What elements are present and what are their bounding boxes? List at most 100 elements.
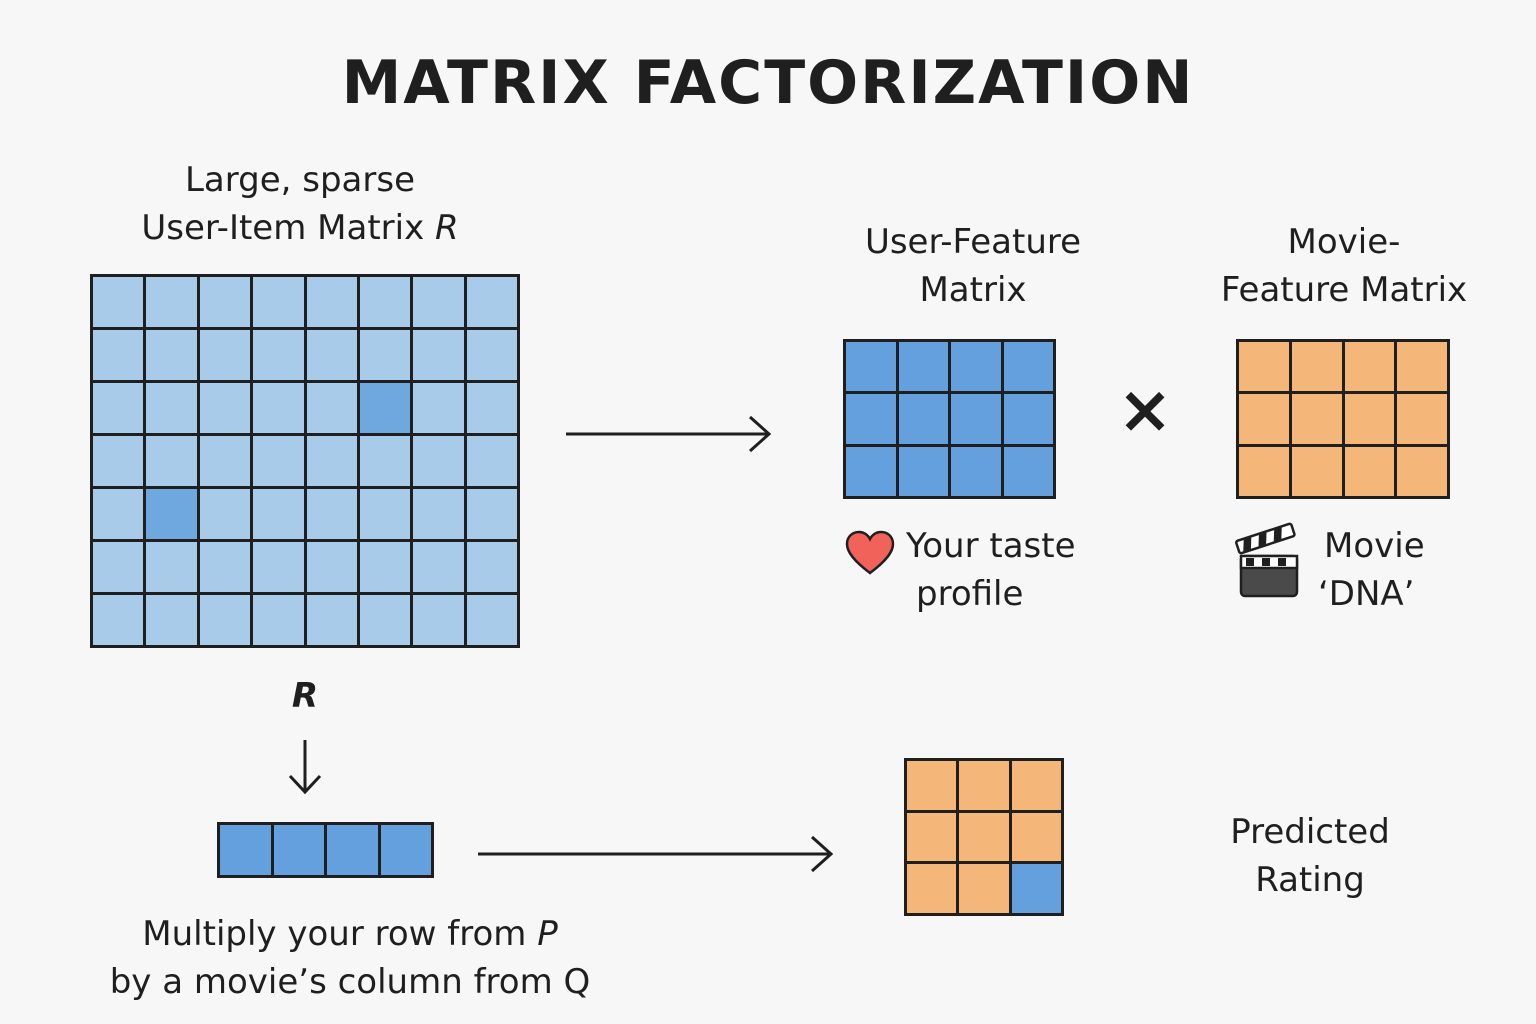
- prediction-cell: [959, 761, 1009, 810]
- user-feature-cell: [898, 342, 948, 392]
- movie-feature-cell: [1239, 446, 1289, 496]
- row-vector-cell: [220, 825, 271, 875]
- user-item-cell: [306, 489, 357, 539]
- movie-feature-cell: [1344, 394, 1395, 444]
- user-item-cell: [93, 542, 144, 592]
- user-item-cell: [199, 277, 251, 327]
- predicted-rating-label-line2: Rating: [1255, 860, 1365, 900]
- user-feature-cell: [951, 342, 1001, 392]
- prediction-cell: [1011, 761, 1061, 810]
- user-item-cell: [413, 383, 464, 433]
- movie-feature-cell: [1291, 394, 1342, 444]
- user-item-cell: [253, 595, 304, 645]
- user-item-cell: [466, 330, 517, 380]
- prediction-cell: [1011, 864, 1061, 913]
- prediction-cell: [907, 812, 957, 862]
- movie-feature-label: Movie- Feature Matrix: [1194, 218, 1494, 314]
- row-caption-line2: by a movie’s column from Q: [109, 962, 591, 1002]
- user-item-cell: [253, 383, 304, 433]
- movie-feature-cell: [1291, 342, 1342, 392]
- movie-feature-cell: [1397, 342, 1447, 392]
- user-feature-caption-line1: Your taste: [906, 526, 1076, 566]
- user-feature-cell: [951, 446, 1001, 496]
- movie-feature-label-line1: Movie-: [1287, 222, 1401, 262]
- movie-feature-cell: [1344, 342, 1395, 392]
- user-feature-label: User-Feature Matrix: [823, 218, 1123, 314]
- user-item-cell: [199, 330, 251, 380]
- r-symbol: R: [291, 676, 319, 716]
- user-feature-cell: [846, 394, 896, 444]
- user-row-vector: [217, 822, 434, 878]
- user-item-cell: [146, 489, 197, 539]
- user-item-cell: [359, 277, 411, 327]
- user-item-cell: [466, 436, 517, 486]
- user-item-cell: [413, 489, 464, 539]
- user-feature-matrix: [843, 339, 1056, 499]
- row-vector-cell: [380, 825, 431, 875]
- user-item-cell: [306, 436, 357, 486]
- user-item-cell: [359, 383, 411, 433]
- movie-feature-label-line2: Feature Matrix: [1220, 270, 1468, 310]
- user-item-cell: [253, 277, 304, 327]
- user-item-cell: [359, 489, 411, 539]
- user-feature-cell: [846, 342, 896, 392]
- user-item-cell: [253, 330, 304, 380]
- user-item-cell: [413, 595, 464, 645]
- user-item-cell: [199, 595, 251, 645]
- user-item-cell: [93, 330, 144, 380]
- user-feature-cell: [1003, 342, 1053, 392]
- user-item-cell: [93, 489, 144, 539]
- movie-feature-cell: [1397, 446, 1447, 496]
- user-item-cell: [306, 542, 357, 592]
- user-feature-cell: [898, 394, 948, 444]
- row-caption-line1: Multiply your row from P: [60, 910, 640, 958]
- user-item-cell: [199, 542, 251, 592]
- user-item-symbol: R: [435, 208, 459, 248]
- user-item-cell: [466, 595, 517, 645]
- user-item-cell: [253, 436, 304, 486]
- user-feature-caption: Your taste profile: [906, 522, 1076, 618]
- movie-feature-cell: [1291, 446, 1342, 496]
- user-item-cell: [466, 383, 517, 433]
- prediction-cell: [907, 864, 957, 913]
- predicted-rating-label-line1: Predicted: [1230, 812, 1390, 852]
- user-feature-label-line2: Matrix: [919, 270, 1027, 310]
- user-item-matrix: [90, 274, 520, 648]
- user-item-cell: [413, 436, 464, 486]
- prediction-cell: [1011, 812, 1061, 862]
- user-item-cell: [93, 277, 144, 327]
- user-item-cell: [93, 436, 144, 486]
- user-item-cell: [466, 277, 517, 327]
- user-item-cell: [146, 436, 197, 486]
- user-item-cell: [359, 595, 411, 645]
- user-item-cell: [306, 277, 357, 327]
- prediction-cell: [907, 761, 957, 810]
- p-symbol: P: [537, 914, 558, 954]
- user-item-cell: [413, 277, 464, 327]
- movie-feature-cell: [1397, 394, 1447, 444]
- user-feature-label-line1: User-Feature: [864, 222, 1082, 262]
- user-item-cell: [146, 383, 197, 433]
- diagram-title: MATRIX FACTORIZATION: [341, 48, 1195, 118]
- user-item-cell: [413, 542, 464, 592]
- user-item-cell: [199, 383, 251, 433]
- row-caption: Multiply your row from P by a movie’s co…: [60, 910, 640, 1006]
- movie-feature-matrix: [1236, 339, 1450, 499]
- factorize-arrow-icon: [566, 415, 772, 453]
- movie-feature-cell: [1344, 446, 1395, 496]
- user-item-label-prefix: User-Item Matrix: [141, 208, 436, 248]
- user-item-cell: [93, 383, 144, 433]
- movie-feature-caption-line1: Movie: [1324, 526, 1425, 566]
- movie-feature-cell: [1239, 394, 1289, 444]
- r-symbol-label: R: [280, 672, 330, 720]
- user-item-cell: [146, 277, 197, 327]
- user-item-cell: [146, 542, 197, 592]
- user-feature-cell: [1003, 394, 1053, 444]
- clapperboard-icon: [1235, 522, 1299, 598]
- user-feature-cell: [898, 446, 948, 496]
- user-item-cell: [359, 436, 411, 486]
- predict-arrow-icon: [478, 835, 834, 873]
- user-item-cell: [146, 330, 197, 380]
- predicted-rating-matrix: [904, 758, 1064, 916]
- prediction-cell: [959, 812, 1009, 862]
